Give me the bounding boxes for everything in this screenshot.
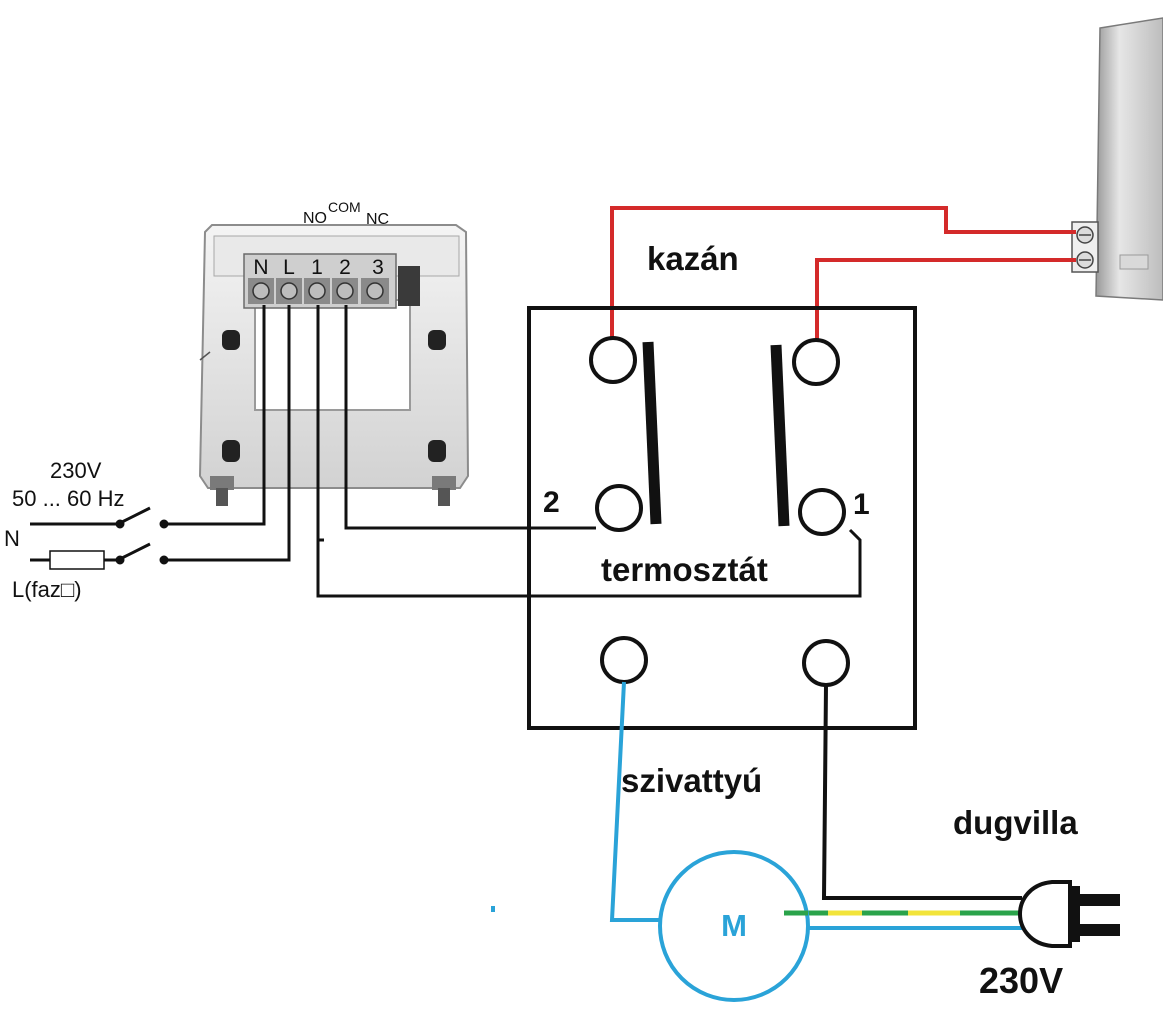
terminal-strip: N L 1 2 3 [243,253,420,309]
termosztat-box: 2 1 termosztát [527,306,917,730]
relay-no-label: NO [303,210,327,227]
terminal-2-wire [344,305,596,530]
supply-voltage-label: 230V [50,458,102,483]
terminal-bottom-left [600,636,648,684]
pump-motor-icon [658,850,810,1002]
boiler-wire-b [815,258,1076,340]
boiler-unit [1071,17,1163,301]
boiler-terminal-block [1071,221,1099,273]
plug-live-wire [821,684,1022,900]
terminal-bottom-right [802,639,850,687]
terminal-top-left [589,336,637,384]
szivattyu-label: szivattyú [621,762,762,799]
terminal-1-label: 1 [853,488,870,521]
neutral-wire [164,305,266,526]
terminal-label-n: N [253,256,268,279]
relay-nc-label: NC [366,211,389,228]
boiler-wire-a [610,206,1076,338]
terminal-1-wire [316,305,862,598]
pump-blue-wire [609,681,662,922]
plug-icon [1017,880,1120,948]
live-wire [164,305,291,562]
contact-blade-left [642,341,662,525]
terminal-label-l: L [283,256,295,279]
neutral-label: N [4,526,20,551]
room-thermostat-base: N L 1 2 3 NO COM NC [198,199,470,506]
live-label: L(faz□) [12,577,82,602]
supply-switches [30,506,169,570]
terminal-2-label: 2 [543,486,560,519]
terminal-1 [798,488,846,536]
boiler-wires [610,206,1076,340]
terminal-label-1: 1 [311,256,323,279]
termosztat-label: termosztát [601,551,768,588]
mounting-screw-left [210,476,234,506]
dugvilla-label: dugvilla [953,804,1078,841]
mounting-screw-right [432,476,456,506]
motor-label: M [721,908,747,943]
supply-frequency-label: 50 ... 60 Hz [12,486,125,511]
terminal-2 [595,484,643,532]
terminal-label-2: 2 [339,256,351,279]
pump-wiring [609,681,1022,930]
contact-blade-right [770,344,790,527]
terminal-label-3: 3 [372,256,384,279]
supply-wiring [164,305,862,598]
plug-voltage-label: 230V [979,960,1063,1001]
relay-com-label: COM [328,199,361,215]
terminal-top-right [792,338,840,386]
kazan-label: kazán [647,240,739,277]
